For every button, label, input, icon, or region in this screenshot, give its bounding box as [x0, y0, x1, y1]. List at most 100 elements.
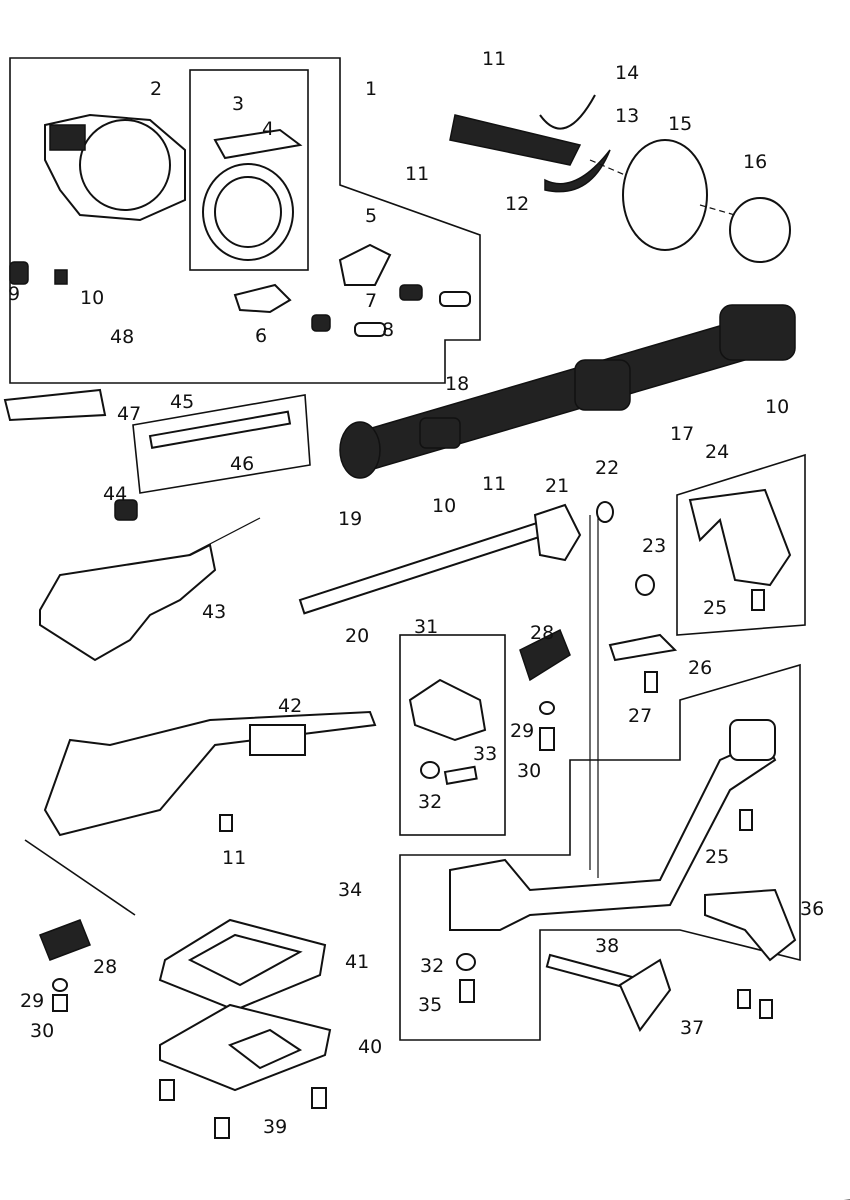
callout-24: 24 [705, 441, 729, 463]
nut-7b [311, 314, 331, 332]
screw-10 [54, 269, 68, 285]
frame-group-31 [399, 634, 506, 836]
callout-18: 18 [445, 373, 469, 395]
callout-44: 44 [103, 483, 127, 505]
callout-5: 5 [365, 205, 377, 227]
callout-36: 36 [800, 898, 824, 920]
shaft-collar [574, 359, 631, 411]
hook-housing-ring [79, 119, 171, 211]
shaft-crank [719, 304, 796, 361]
screw-39c [311, 1087, 327, 1109]
callout-1: 1 [365, 78, 377, 100]
callout-31: 31 [414, 616, 438, 638]
nut-32 [420, 761, 440, 779]
callout-38: 38 [595, 935, 619, 957]
callout-15: 15 [668, 113, 692, 135]
screw-37b [759, 999, 773, 1019]
callout-8: 8 [382, 319, 394, 341]
callout-3: 3 [232, 93, 244, 115]
parts [3, 94, 797, 1139]
shaft-collar-left [419, 417, 461, 449]
callout-40: 40 [358, 1036, 382, 1058]
callout-37: 37 [680, 1017, 704, 1039]
rock-shaft-sleeve [249, 724, 306, 756]
hook-13 [544, 149, 611, 193]
callout-48: 48 [110, 326, 134, 348]
callout-27: 27 [628, 705, 652, 727]
callout-47: 47 [117, 403, 141, 425]
hook-shaft [449, 114, 582, 166]
shaft-20 [298, 521, 544, 615]
screw-39a [159, 1079, 175, 1101]
gear-19 [339, 421, 381, 479]
nut-32b [456, 953, 476, 971]
callout-33: 33 [473, 743, 497, 765]
frame-lines [9, 57, 850, 1200]
callout-10: 10 [765, 396, 789, 418]
callout-13: 13 [615, 105, 639, 127]
callout-28: 28 [93, 956, 117, 978]
screw-28 [519, 628, 571, 682]
callout-6: 6 [255, 325, 267, 347]
assembly-line [589, 159, 626, 176]
shaft-46 [148, 410, 292, 449]
callout-45: 45 [170, 391, 194, 413]
nut-7 [399, 284, 423, 301]
callout-22: 22 [595, 457, 619, 479]
callout-23: 23 [642, 535, 666, 557]
callout-4: 4 [262, 118, 274, 140]
callout-32: 32 [420, 955, 444, 977]
callout-11: 11 [482, 473, 506, 495]
callout-29: 29 [510, 720, 534, 742]
callout-2: 2 [150, 78, 162, 100]
shaft-38-crank [618, 958, 672, 1032]
screw-25b [739, 809, 753, 831]
fork-24 [688, 488, 792, 587]
screw-37a [737, 989, 751, 1009]
rock-shaft-42 [43, 710, 377, 837]
frame-group-41 [24, 839, 136, 916]
feed-bar-43 [39, 543, 217, 662]
callout-19: 19 [338, 508, 362, 530]
screw-30-left [52, 994, 68, 1012]
callout-11: 11 [405, 163, 429, 185]
bobbin-case-plate-inner [214, 176, 282, 248]
frame-group-1 [9, 57, 481, 384]
screw-8b [354, 322, 386, 337]
callout-39: 39 [263, 1116, 287, 1138]
callout-11: 11 [482, 48, 506, 70]
washer-22 [596, 501, 614, 523]
screw-39b [214, 1117, 230, 1139]
plate-41-window [187, 933, 303, 987]
spring-plate-4 [213, 128, 303, 160]
frame-group-24 [676, 453, 806, 636]
frame-group-45 [132, 394, 311, 494]
callout-30: 30 [30, 1020, 54, 1042]
callout-14: 14 [615, 62, 639, 84]
washer-23 [635, 574, 655, 596]
feed-dog-47 [3, 388, 107, 422]
screw-35 [459, 979, 475, 1003]
callout-9: 9 [8, 283, 20, 305]
screw-25 [751, 589, 765, 611]
callout-30: 30 [517, 760, 541, 782]
callout-34: 34 [338, 879, 362, 901]
plate-40-window [227, 1028, 303, 1070]
frame-group-34 [399, 663, 801, 1041]
screw-33 [443, 765, 478, 785]
spring-44 [114, 499, 138, 521]
crank-31 [408, 678, 487, 742]
callout-28: 28 [530, 622, 554, 644]
callout-43: 43 [202, 601, 226, 623]
callout-16: 16 [743, 151, 767, 173]
screw-30 [539, 727, 555, 751]
callout-20: 20 [345, 625, 369, 647]
assembly-line [699, 204, 736, 216]
callout-35: 35 [418, 994, 442, 1016]
ball-29-left [52, 978, 68, 992]
screw-28-left [39, 919, 91, 961]
callout-32: 32 [418, 791, 442, 813]
hook-race-15 [622, 139, 708, 251]
